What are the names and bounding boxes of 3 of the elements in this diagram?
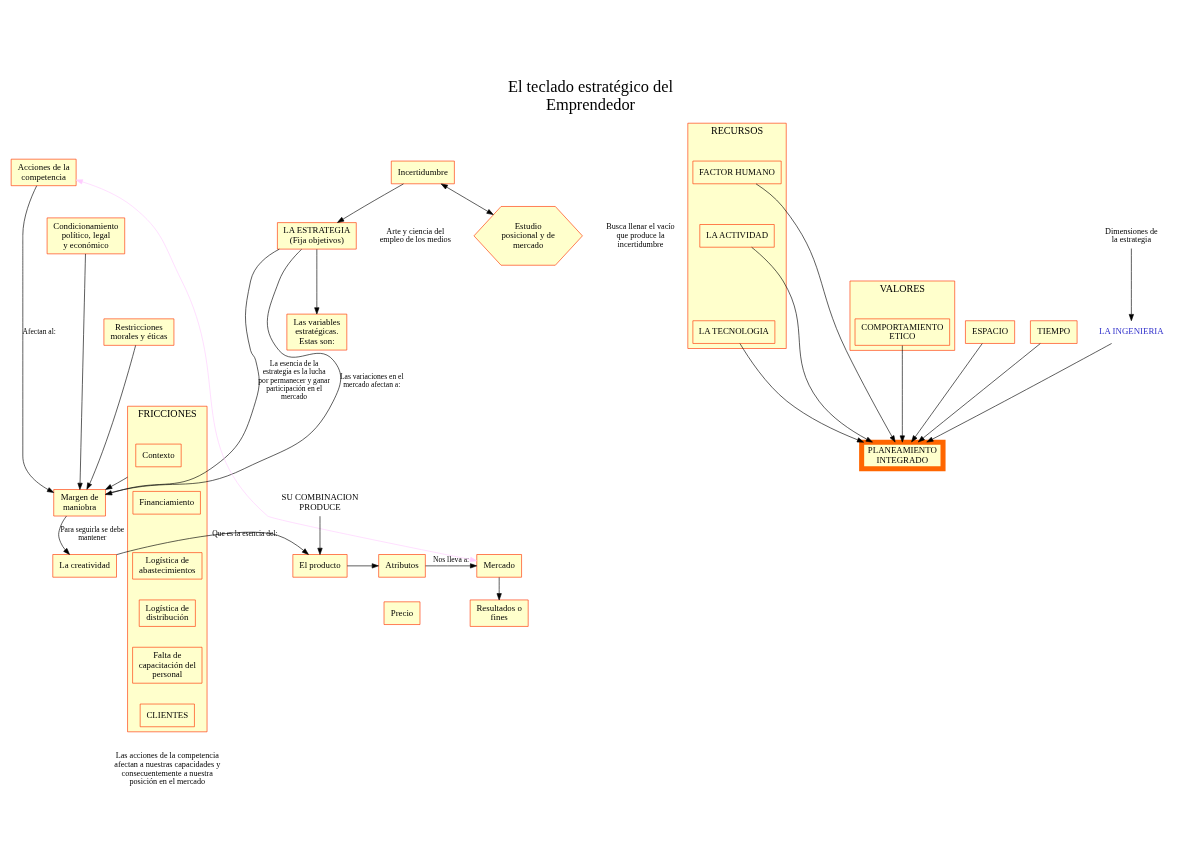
diagram-title: El teclado estratégico del Emprendedor xyxy=(507,76,674,114)
node-text: SU COMBINACION PRODUCE xyxy=(281,491,359,512)
node-text: LA INGENIERIA xyxy=(1099,325,1164,336)
